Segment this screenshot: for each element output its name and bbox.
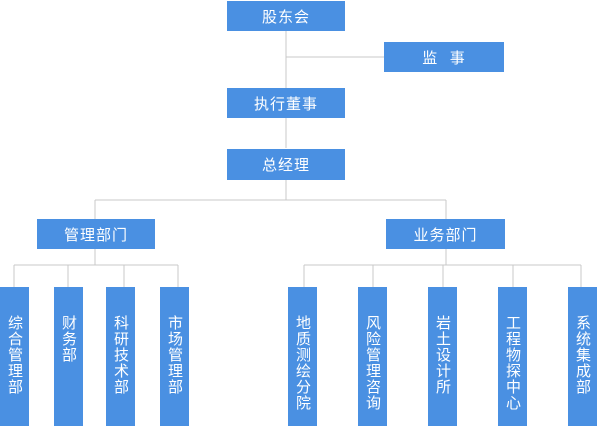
unit-geological-survey: 地质测绘分院 (288, 287, 317, 426)
unit-label: 工程物探中心 (504, 315, 522, 411)
unit-system-integration: 系统集成部 (568, 287, 597, 426)
unit-label: 风险管理咨询部 (335, 315, 382, 411)
executive-director-label: 执行董事 (253, 94, 318, 113)
supervisor-label: 监 事 (422, 48, 466, 67)
unit-label: 市场管理部 (166, 315, 184, 395)
management-dept-box: 管理部门 (37, 219, 155, 249)
shareholders-label: 股东会 (261, 7, 310, 26)
unit-label: 系统集成部 (574, 315, 592, 395)
unit-risk-consulting: 风险管理咨询部 (335, 287, 387, 426)
unit-finance: 财务部 (54, 287, 83, 426)
general-manager-label: 总经理 (261, 156, 310, 174)
business-dept-label: 业务部门 (413, 225, 478, 244)
unit-geophysical-center: 工程物探中心 (498, 287, 527, 426)
unit-label: 财务部 (60, 315, 78, 363)
business-dept-box: 业务部门 (386, 219, 505, 249)
unit-label: 综合管理部 (6, 315, 24, 395)
shareholders-box: 股东会 (227, 1, 345, 31)
unit-market-management: 市场管理部 (160, 287, 189, 426)
executive-director-box: 执行董事 (227, 88, 345, 118)
unit-label: 地质测绘分院 (294, 315, 312, 411)
unit-research-tech: 科研技术部 (106, 287, 135, 426)
unit-geotechnical-design: 岩土设计所 (428, 287, 457, 426)
unit-label: 科研技术部 (112, 315, 130, 395)
supervisor-box: 监 事 (384, 42, 504, 72)
unit-label: 岩土设计所 (434, 315, 452, 395)
general-manager-box: 总经理 (227, 149, 345, 180)
management-dept-label: 管理部门 (63, 225, 128, 244)
unit-general-management: 综合管理部 (0, 287, 29, 426)
